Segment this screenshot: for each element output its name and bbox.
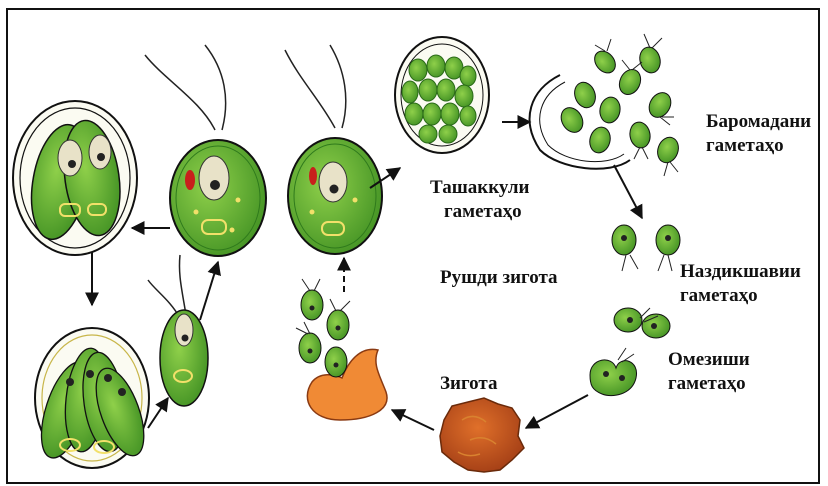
arrow-zoospore-to-adult [200,262,218,320]
arrow-zygote-to-germination [392,410,434,430]
label-formation: Ташаккули гаметаҳо [430,176,530,224]
label-fusion: Омезиши гаметаҳо [668,348,750,396]
label-formation-line2: гаметаҳо [430,200,530,224]
germinating-zygote [296,279,387,420]
fused-gametes [590,348,637,396]
label-zygote-growth: Рушди зигота [440,266,558,290]
adult-cell [145,45,266,256]
arrow-release-to-approach [614,165,642,218]
released-gametes [530,34,682,176]
cell-division-two-daughters [13,101,137,255]
label-formation-line1: Ташаккули [430,176,530,200]
fusing-gametes [614,308,670,338]
label-release-line1: Баромадани [706,110,811,134]
label-fusion-line1: Омезиши [668,348,750,372]
label-release: Баромадани гаметаҳо [706,110,811,158]
label-fusion-line2: гаметаҳо [668,372,750,396]
zygote-cell [440,398,524,472]
label-approach-line1: Наздикшавии [680,260,801,284]
zoospore-cell [148,255,208,406]
label-zygote: Зигота [440,372,497,396]
approaching-gametes [612,225,680,271]
arrow-fusion-to-zygote [526,395,588,428]
arrow-four-to-zoospore [148,398,168,428]
label-approach-line2: гаметаҳо [680,284,801,308]
label-approach: Наздикшавии гаметаҳо [680,260,801,308]
cell-division-four-daughters [32,328,154,468]
gamete-forming-cell [285,45,382,254]
gametangium-cell [395,37,489,153]
label-release-line2: гаметаҳо [706,134,811,158]
